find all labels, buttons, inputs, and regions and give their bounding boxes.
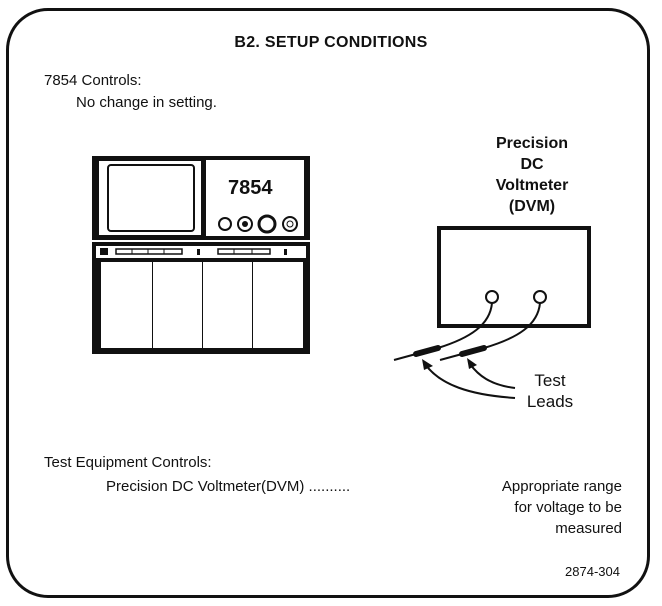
plugin-slot-4 bbox=[253, 262, 303, 348]
test-equipment-heading: Test Equipment Controls: bbox=[44, 454, 212, 471]
plugin-slot-1 bbox=[101, 262, 152, 348]
dvm-label: Precision DC Voltmeter (DVM) bbox=[462, 133, 602, 217]
dvm-label-line-1: Precision bbox=[495, 135, 569, 152]
test-lead-wire-1 bbox=[437, 302, 493, 349]
test-lead-probe-2 bbox=[459, 345, 487, 357]
figure-number: 2874-304 bbox=[565, 564, 620, 579]
leads-arrow-2 bbox=[469, 363, 516, 389]
mainframe-controls-note: No change in setting. bbox=[76, 94, 217, 111]
dvm-label-line-3: Voltmeter bbox=[495, 177, 569, 194]
knob-2-center bbox=[242, 221, 248, 227]
dvm-jack-2 bbox=[533, 290, 547, 304]
dvm-label-line-4: (DVM) bbox=[508, 198, 556, 215]
oscilloscope-model-label: 7854 bbox=[228, 177, 273, 199]
crt-screen bbox=[107, 164, 195, 232]
mainframe-controls-heading: 7854 Controls: bbox=[44, 72, 142, 89]
test-lead-wire-2 bbox=[483, 302, 541, 349]
test-lead-probe-1 bbox=[413, 345, 441, 357]
test-equipment-setting-line-3: measured bbox=[555, 520, 622, 537]
test-equipment-setting-line-1: Appropriate range bbox=[501, 478, 622, 495]
page-title: B2. SETUP CONDITIONS bbox=[234, 34, 428, 51]
plugin-slot-2 bbox=[153, 262, 202, 348]
knob-4-center bbox=[286, 220, 294, 228]
dvm-jack-1 bbox=[485, 290, 499, 304]
knob-1 bbox=[218, 217, 232, 231]
test-leads-label-line-2: Leads bbox=[526, 392, 574, 411]
test-leads-label: Test Leads bbox=[520, 370, 580, 412]
figure-border bbox=[6, 8, 650, 598]
dvm-label-line-2: DC bbox=[520, 156, 544, 173]
leads-arrow-1 bbox=[424, 363, 516, 399]
dvm-body bbox=[437, 226, 591, 328]
test-leads-label-line-1: Test bbox=[534, 371, 566, 390]
test-equipment-item: Precision DC Voltmeter(DVM) .......... bbox=[106, 478, 351, 495]
plugin-slot-3 bbox=[203, 262, 252, 348]
knob-3 bbox=[257, 214, 277, 234]
test-equipment-setting-line-2: for voltage to be bbox=[514, 499, 622, 516]
